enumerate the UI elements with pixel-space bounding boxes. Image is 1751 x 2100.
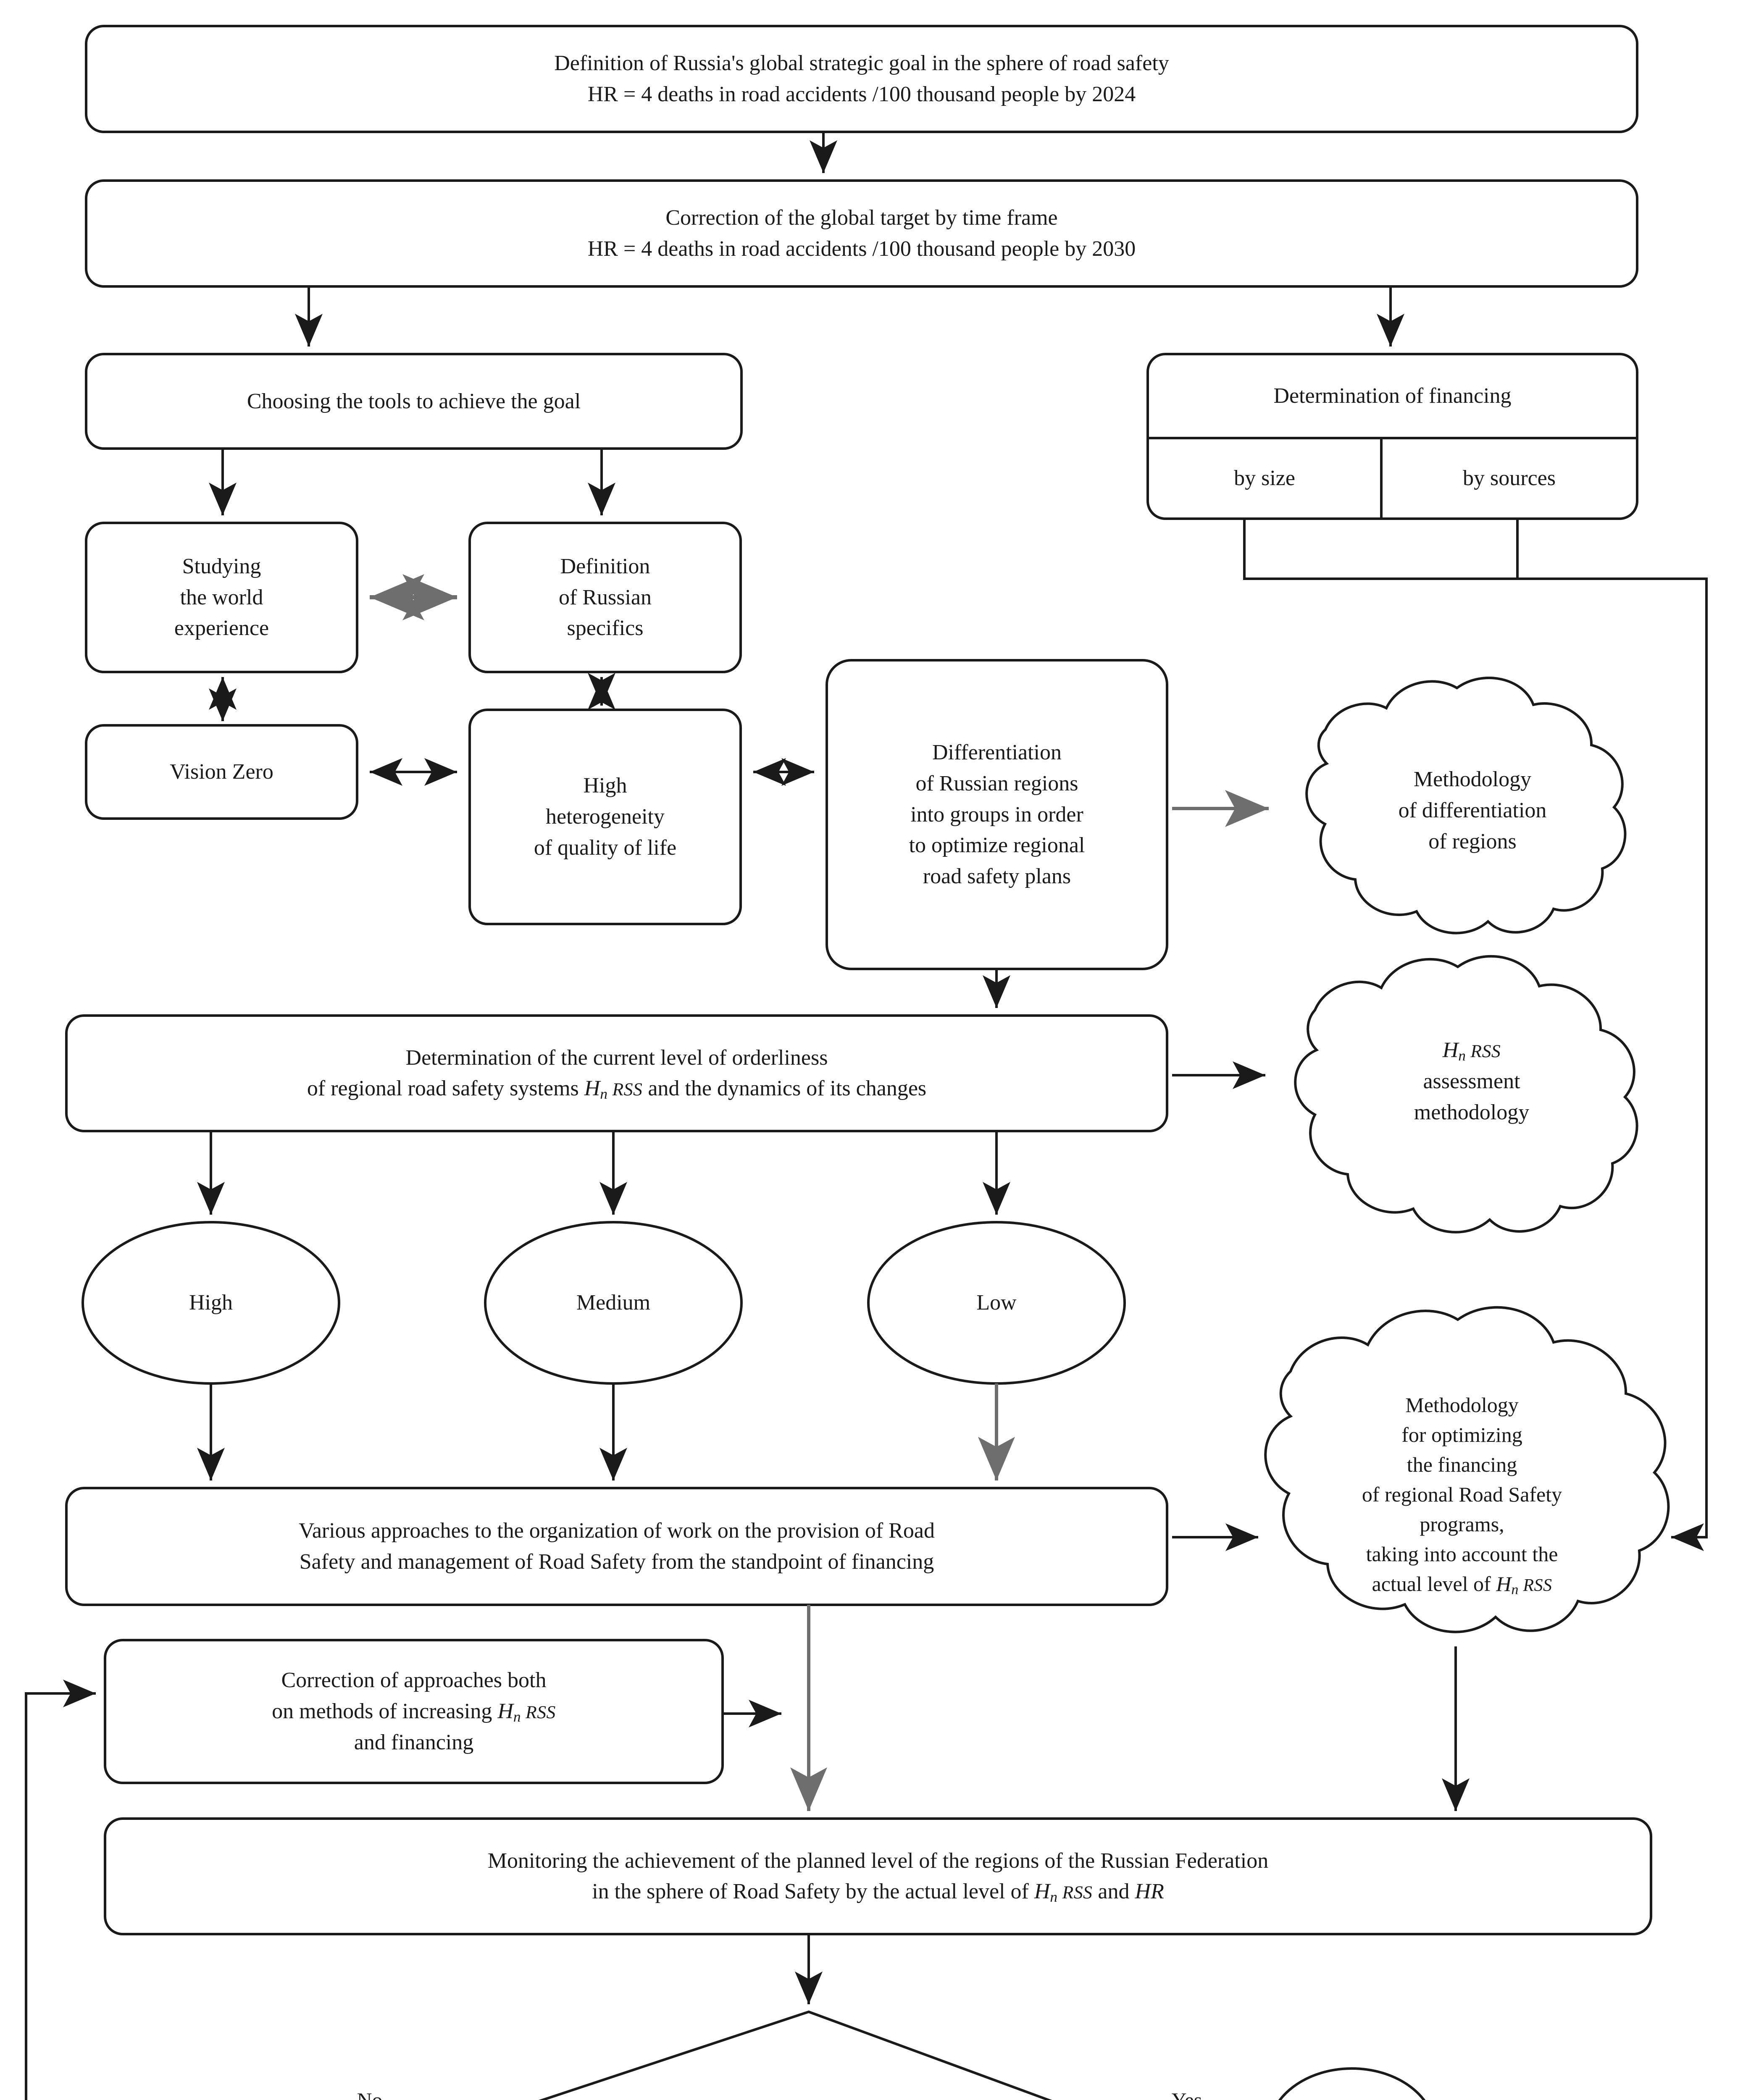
shape-heterogeneity [468, 709, 742, 925]
edge-financing-to-cloud-optimizing [1243, 519, 1708, 1551]
shape-differentiation [826, 659, 1168, 970]
shape-monitoring [104, 1817, 1652, 1935]
shape-correction-approaches [104, 1639, 724, 1784]
shape-russian-specifics [468, 522, 742, 673]
shape-decision [538, 2010, 1052, 2100]
shape-various-approaches [65, 1487, 1168, 1606]
shape-cloud-optimizing [1264, 1306, 1670, 1633]
shape-cloud-differentiation [1305, 677, 1627, 934]
shape-vision-zero [85, 724, 358, 820]
shape-target-correction [85, 179, 1638, 288]
shape-level-low [867, 1221, 1126, 1385]
shape-level-medium [484, 1221, 743, 1385]
shape-choosing-tools [85, 353, 743, 450]
shape-orderliness [65, 1014, 1168, 1132]
shape-financing [1146, 353, 1638, 520]
shape-success [1278, 2067, 1426, 2100]
shape-level-high [82, 1221, 340, 1385]
shape-cloud-assessment [1294, 955, 1638, 1234]
edge-decision-no-feedback [25, 1680, 96, 2100]
shape-world-experience [85, 522, 358, 673]
shape-global-goal [85, 25, 1638, 133]
